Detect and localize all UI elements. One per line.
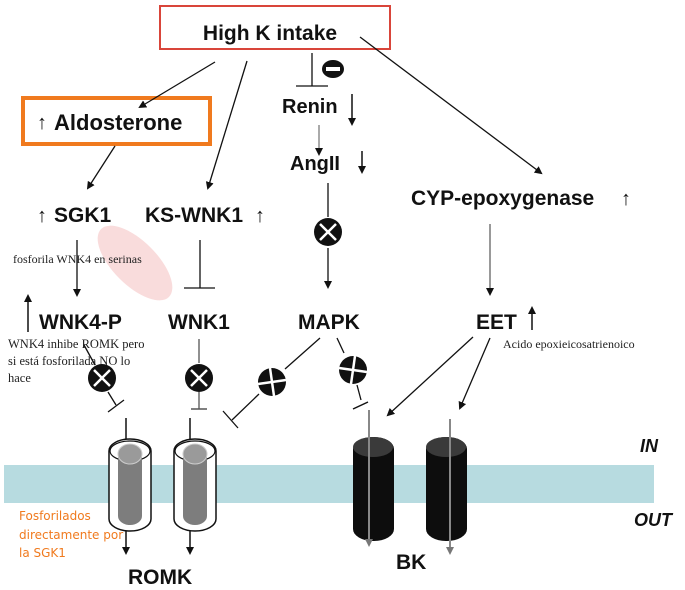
- bk-channel-1: [353, 410, 394, 547]
- highlight-ellipse: [97, 225, 173, 301]
- blocker-icon-mapk-bk: [338, 355, 368, 385]
- node-bk: BK: [396, 551, 426, 574]
- blocker-icon-wnk4p: [88, 364, 116, 392]
- note-sgk1: fosforila WNK4 en serinas: [13, 252, 142, 266]
- up-arrow-ks-wnk1: ↑: [255, 205, 265, 227]
- title-box: [159, 5, 391, 50]
- membrane-band: [4, 465, 654, 503]
- title-high-k-intake: High K intake: [203, 22, 337, 45]
- note-romk-line3: la SGK1: [19, 546, 66, 560]
- edge-aldosterone-sgk1: [86, 145, 116, 190]
- note-romk-line1: Fosforilados: [19, 509, 91, 523]
- note-wnk4-line3: hace: [8, 371, 31, 385]
- edge-wnk4p-blocker: [83, 344, 96, 366]
- blocker-icon-wnk1: [185, 364, 213, 392]
- note-wnk4-line2: si está fosforilada NO lo: [8, 354, 130, 368]
- node-mapk: MAPK: [298, 311, 360, 334]
- edge-mapk-blocker-romk: [284, 337, 321, 370]
- up-arrow-sgk1: ↑: [37, 205, 47, 227]
- node-wnk1: WNK1: [168, 311, 230, 334]
- edge-highk-aldosterone: [138, 61, 216, 109]
- node-angii: AngII: [290, 153, 340, 175]
- note-wnk4-line1: WNK4 inhibe ROMK pero: [8, 337, 144, 351]
- node-eet: EET: [476, 311, 517, 334]
- blocker-icon-mapk-romk: [257, 367, 287, 397]
- edge-blocker-romk-diag: [231, 393, 260, 421]
- edge-blocker-bk: [356, 384, 362, 401]
- bk-channel-2: [426, 419, 467, 555]
- up-arrow-aldosterone: ↑: [37, 112, 47, 134]
- edge-eet-bk2: [458, 337, 491, 410]
- edge-highk-kswnk1: [205, 60, 248, 190]
- node-sgk1: SGK1: [54, 204, 112, 227]
- node-renin: Renin: [282, 96, 338, 118]
- romk-channel-2: [173, 418, 217, 555]
- inhibit-bar-romk-diag: [222, 410, 239, 429]
- edge-mapk-blocker-bk: [336, 337, 345, 354]
- node-aldosterone: Aldosterone: [54, 110, 182, 135]
- node-cyp-epoxygenase: CYP-epoxygenase: [411, 187, 594, 210]
- minus-icon-bar: [326, 67, 340, 71]
- label-outside: OUT: [634, 510, 674, 530]
- note-eet: Acido epoxieicosatrienoico: [503, 337, 635, 351]
- note-romk-line2: directamente por: [19, 528, 123, 542]
- blocker-icon-angii: [314, 218, 342, 246]
- label-inside: IN: [640, 436, 659, 456]
- inhibit-bar-bk: [352, 401, 369, 410]
- edge-eet-bk1: [386, 336, 474, 417]
- edge-blocker-romk1: [107, 391, 117, 406]
- aldosterone-box: [21, 96, 212, 146]
- up-arrow-cyp: ↑: [621, 188, 631, 210]
- node-wnk4-p: WNK4-P: [39, 311, 122, 334]
- romk-channel-1: [108, 418, 152, 555]
- node-romk: ROMK: [128, 566, 192, 589]
- node-ks-wnk1: KS-WNK1: [145, 204, 243, 227]
- inhibit-bar-romk1: [107, 399, 125, 413]
- edge-highk-cyp: [359, 36, 543, 175]
